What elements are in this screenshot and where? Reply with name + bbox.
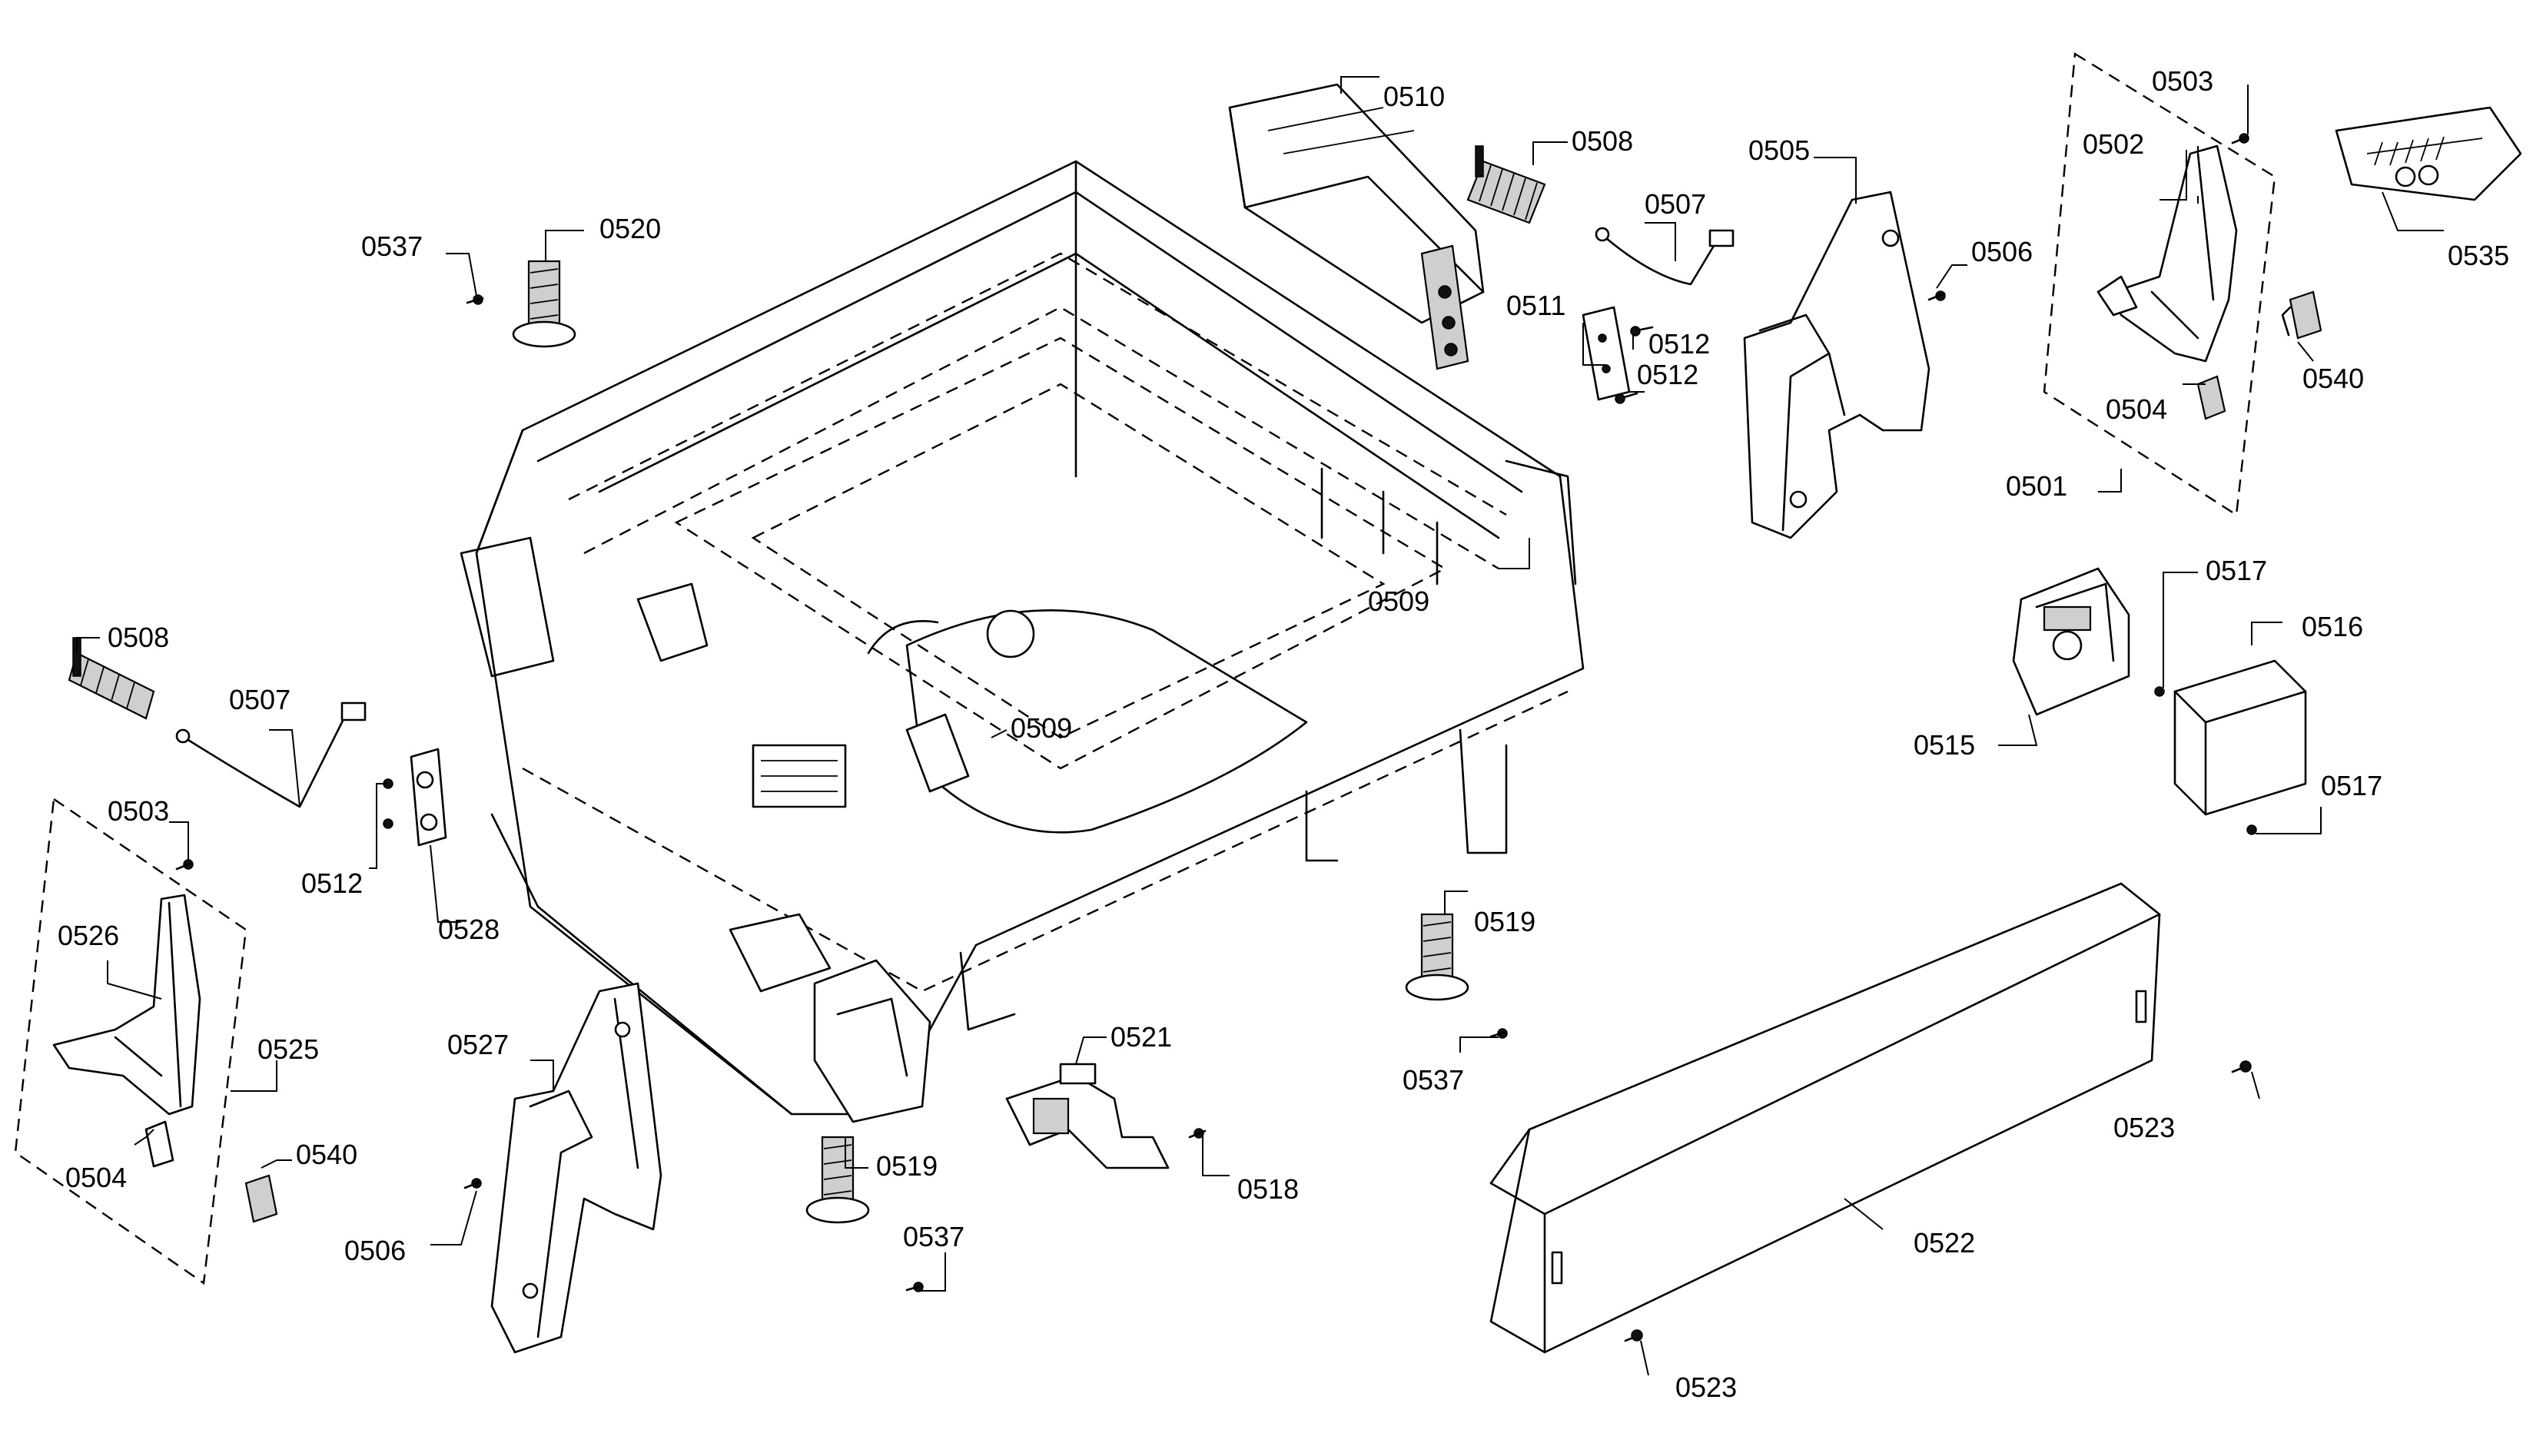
label-0523-right: 0523: [2113, 1112, 2175, 1143]
spring-0508-right: [1466, 145, 1546, 224]
label-0526: 0526: [58, 920, 119, 951]
label-0517-bottom: 0517: [2321, 770, 2382, 801]
label-0516: 0516: [2302, 611, 2363, 642]
label-0515: 0515: [1914, 729, 1975, 761]
part-0522-kick-panel: [1489, 882, 2161, 1354]
part-0505-hinge-right: [1743, 191, 1946, 539]
label-0503-right: 0503: [2152, 65, 2213, 97]
label-0508-right: 0508: [1572, 125, 1633, 157]
dashed-group-0525: [14, 797, 247, 1285]
label-0521: 0521: [1110, 1021, 1172, 1053]
label-0528: 0528: [438, 914, 500, 945]
label-0503-left: 0503: [108, 795, 169, 827]
leg-0519-left: [805, 1136, 870, 1224]
label-0509-center: 0509: [1011, 712, 1072, 744]
part-0528-bracket: [383, 748, 447, 847]
label-0523-bottom: 0523: [1675, 1371, 1737, 1403]
part-0515-bracket: [2012, 567, 2130, 716]
label-0540-right: 0540: [2302, 363, 2364, 394]
tub-base-frame: [460, 160, 1585, 1123]
leg-0520: [512, 260, 576, 348]
part-0527-hinge-left: [463, 982, 662, 1354]
part-0540-clip-left: [244, 1174, 278, 1223]
part-0516-cover: [2173, 659, 2307, 816]
label-0535: 0535: [2448, 240, 2509, 271]
label-0505: 0505: [1748, 134, 1810, 166]
label-0512-right-bottom: 0512: [1637, 359, 1698, 390]
cable-0507-right: [1595, 227, 1735, 286]
screws-0523: [1624, 1060, 2252, 1342]
part-0521-inlet-valve: [1005, 1063, 1207, 1169]
label-0537-top: 0537: [361, 231, 423, 262]
label-0520: 0520: [599, 213, 661, 244]
part-0535-hardware-bag: [2335, 106, 2522, 201]
label-0519-right: 0519: [1474, 906, 1535, 937]
label-0518: 0518: [1237, 1173, 1299, 1205]
label-0537-right: 0537: [1403, 1064, 1464, 1096]
screws-0537: [466, 294, 1508, 1292]
label-0509-right: 0509: [1368, 585, 1429, 617]
label-0502: 0502: [2083, 128, 2144, 160]
label-0525: 0525: [257, 1033, 319, 1065]
label-0519-left: 0519: [876, 1150, 938, 1182]
label-0511: 0511: [1506, 290, 1565, 321]
label-0504-left: 0504: [65, 1162, 127, 1193]
screws-0517: [2154, 686, 2257, 835]
cable-0507-left: [175, 701, 367, 808]
label-0522: 0522: [1914, 1227, 1975, 1259]
label-0510: 0510: [1383, 81, 1445, 112]
label-0501: 0501: [2006, 470, 2067, 502]
label-0512-left: 0512: [301, 867, 363, 899]
label-0540-left: 0540: [296, 1139, 357, 1170]
spring-0508-left: [68, 637, 155, 720]
label-0507-right: 0507: [1645, 188, 1706, 220]
part-0540-clip-right: [2281, 290, 2322, 340]
part-0510-dispenser-bracket: [1228, 83, 1485, 370]
label-0507-left: 0507: [229, 684, 290, 715]
label-0506-left: 0506: [344, 1235, 406, 1266]
leader-lines: [76, 76, 2444, 1376]
label-0512-right-top: 0512: [1648, 328, 1710, 360]
label-0508-left: 0508: [108, 622, 169, 653]
part-labels: 0510 0508 0505 0507 0506 0503 0502 0535 …: [58, 65, 2509, 1403]
label-0504-right: 0504: [2106, 393, 2167, 425]
label-0537-bottom: 0537: [903, 1221, 964, 1252]
dashed-group-0501: [2043, 51, 2276, 517]
label-0527: 0527: [447, 1029, 509, 1060]
label-0517-top: 0517: [2206, 555, 2267, 586]
leg-0519-right: [1405, 913, 1469, 1001]
label-0506-right: 0506: [1971, 236, 2033, 267]
part-0511-bracket: [1582, 306, 1654, 404]
